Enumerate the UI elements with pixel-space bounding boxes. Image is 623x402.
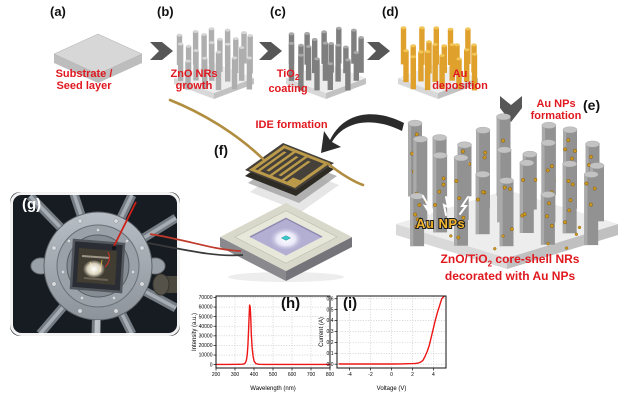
svg-text:200: 200 <box>212 372 221 378</box>
svg-text:Intensity (a.u.): Intensity (a.u.) <box>192 313 198 351</box>
process-arrow-1 <box>150 42 173 60</box>
pl-spectrum-chart: 200 300 400 500 600 700 800 0 10000 20000 30000 400… <box>190 289 338 399</box>
caption-tio2-coating: TiO2 coating <box>268 68 308 95</box>
au-nps-callout: Au NPs <box>415 195 469 232</box>
sample-glow <box>83 260 105 278</box>
process-arrow-3 <box>367 42 390 60</box>
svg-text:Wavelength (nm): Wavelength (nm) <box>250 386 295 392</box>
panel-tag-f: (f) <box>214 142 228 158</box>
au-deposited-nanorods-illustration <box>398 26 478 99</box>
ide-chip <box>245 143 334 190</box>
panel-tag-e: (e) <box>583 97 601 113</box>
photo-red-wire <box>113 201 137 247</box>
caption-au-nps-formation: Au NPs formation <box>530 98 582 122</box>
svg-text:0.2: 0.2 <box>327 340 334 346</box>
caption-au-deposition: Au deposition <box>432 68 488 92</box>
substrate-illustration <box>53 33 143 83</box>
zigzag-arrow-icon <box>459 196 469 215</box>
svg-text:0.0: 0.0 <box>327 362 334 368</box>
process-arrow-2 <box>259 42 282 60</box>
svg-text:60000: 60000 <box>199 305 213 311</box>
caption-ide-formation: IDE formation <box>255 119 328 131</box>
panel-tag-b: (b) <box>157 4 174 19</box>
svg-text:0: 0 <box>390 372 393 378</box>
svg-text:300: 300 <box>231 372 240 378</box>
zigzag-arrow-icon <box>422 195 431 215</box>
svg-text:Current (A): Current (A) <box>319 317 325 347</box>
svg-text:700: 700 <box>307 372 316 378</box>
flange-bolts <box>51 218 145 314</box>
sensor-package <box>220 203 352 281</box>
svg-text:0.1: 0.1 <box>327 351 334 357</box>
panel-tag-a: (a) <box>50 4 66 19</box>
gold-bond-wire-right <box>325 161 365 187</box>
svg-text:400: 400 <box>250 372 259 378</box>
svg-text:600: 600 <box>288 372 297 378</box>
caption-core-shell: ZnO/TiO2 core-shell NRs decorated with A… <box>440 252 580 284</box>
svg-text:-2: -2 <box>368 372 373 378</box>
photo-connector <box>152 273 178 296</box>
svg-text:30000: 30000 <box>199 334 213 340</box>
panel-tag-h: (h) <box>281 295 301 312</box>
nanorod-array <box>396 113 618 269</box>
svg-text:0.3: 0.3 <box>327 329 334 335</box>
panel-tag-d: (d) <box>382 4 399 19</box>
au-nps-label: Au NPs <box>416 216 465 231</box>
svg-text:0.5: 0.5 <box>327 307 334 313</box>
svg-text:0: 0 <box>210 362 213 368</box>
svg-text:40000: 40000 <box>199 324 213 330</box>
decorated-nanorods-illustration: Au NPs <box>396 113 618 269</box>
ide-sensor-device-illustration <box>220 143 365 282</box>
svg-text:Voltage (V): Voltage (V) <box>377 386 407 392</box>
panel-tag-g: (g) <box>22 196 42 213</box>
svg-text:20000: 20000 <box>199 343 213 349</box>
panel-tag-c: (c) <box>270 4 286 19</box>
chamber-photo <box>10 192 180 336</box>
svg-text:0.4: 0.4 <box>327 318 334 324</box>
photo-border <box>10 192 180 336</box>
svg-text:500: 500 <box>269 372 278 378</box>
tio2-coated-nanorods-illustration <box>286 26 366 99</box>
svg-text:4: 4 <box>432 372 435 378</box>
svg-text:-4: -4 <box>347 372 352 378</box>
svg-text:800: 800 <box>326 372 335 378</box>
panel-tag-i: (i) <box>343 295 358 312</box>
svg-text:0.6: 0.6 <box>327 296 334 302</box>
zno-nanorods-illustration <box>174 27 254 99</box>
svg-text:10000: 10000 <box>199 353 213 359</box>
step-arrow-down <box>500 96 522 122</box>
caption-substrate: Substrate / Seed layer <box>55 68 113 92</box>
caption-zno-growth: ZnO NRs growth <box>170 68 218 92</box>
sensor-chip <box>280 235 292 241</box>
svg-text:70000: 70000 <box>199 295 213 301</box>
svg-text:2: 2 <box>411 372 414 378</box>
svg-text:50000: 50000 <box>199 314 213 320</box>
zigzag-arrow-icon <box>442 196 450 216</box>
